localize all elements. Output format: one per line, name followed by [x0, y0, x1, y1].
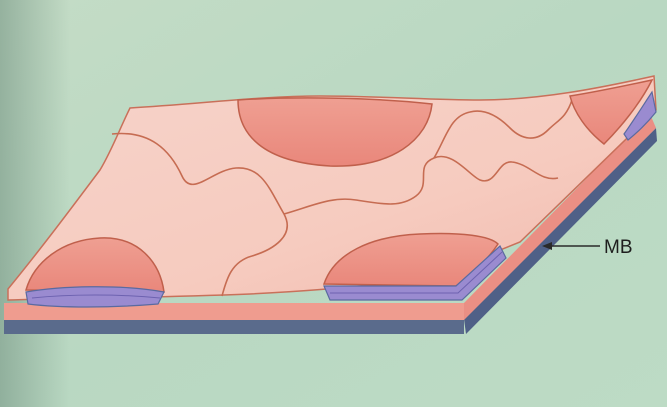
left-shadow [0, 0, 70, 407]
membrane-front-edge [4, 319, 464, 334]
mb-label: MB [604, 237, 633, 258]
